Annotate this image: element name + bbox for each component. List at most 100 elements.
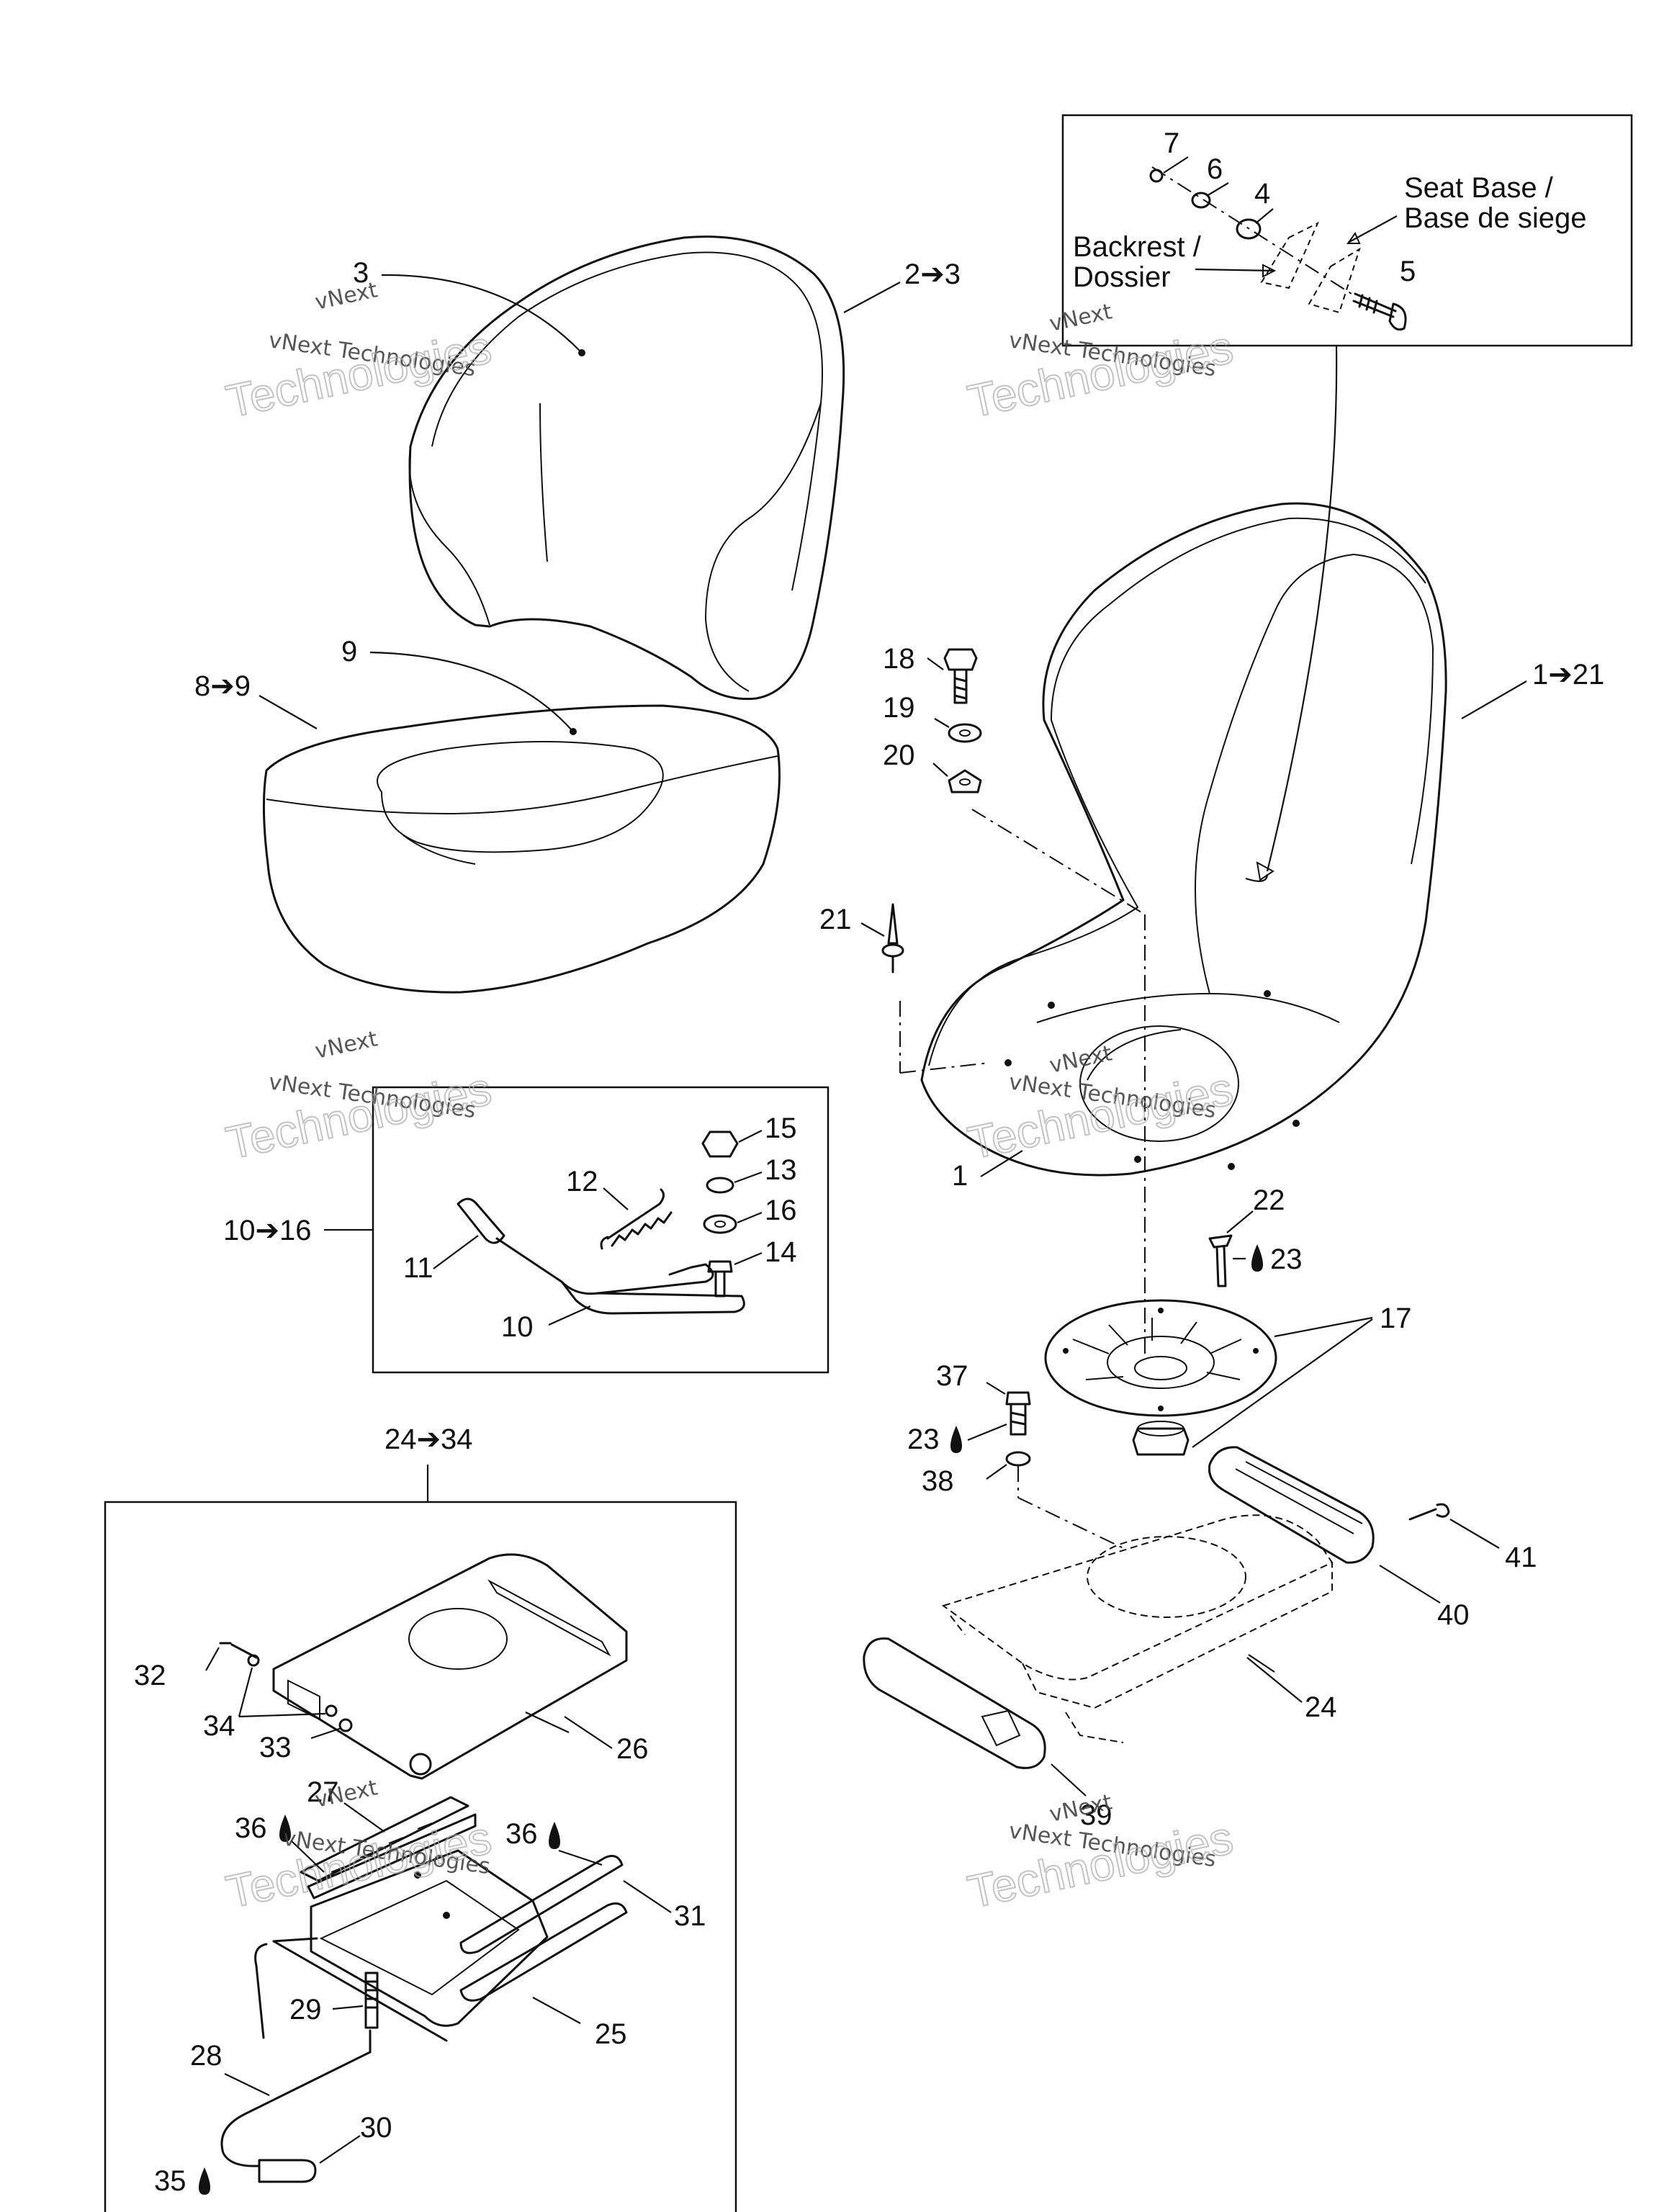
callout-37: 37: [936, 1360, 968, 1392]
shell-mounting-hardware: 18 19 20 21: [819, 643, 982, 974]
part-28-handle: [220, 2029, 372, 2167]
callout-40: 40: [1437, 1599, 1470, 1631]
part-34-washer-b: [325, 1704, 338, 1717]
svg-text:Technologies: Technologies: [222, 1063, 495, 1169]
backrest-label-line1: Backrest /: [1073, 231, 1202, 263]
svg-text:Technologies: Technologies: [222, 321, 495, 428]
part-6-washer: [1191, 192, 1211, 209]
recline-lever-inset: 10➔16 11 10 12 15 13 16 14: [223, 1086, 830, 1374]
callout-5: 5: [1400, 256, 1416, 287]
callout-15: 15: [765, 1112, 797, 1144]
callout-7: 7: [1164, 127, 1179, 159]
part-22-screw: [1208, 1234, 1233, 1287]
callout-31: 31: [674, 1900, 706, 1932]
part-18-bolt-shank: [953, 668, 968, 704]
part-37-bolt: [1005, 1391, 1031, 1436]
callout-24-34: 24➔34: [385, 1424, 473, 1455]
backrest-label-line2: Dossier: [1073, 261, 1171, 293]
callout-41: 41: [1505, 1542, 1537, 1573]
part-10-lever: [495, 1237, 745, 1315]
part-5-bolt: [1352, 292, 1397, 318]
svg-text:vNext: vNext: [313, 1026, 379, 1064]
callout-6: 6: [1207, 153, 1223, 185]
part-15-nut: [701, 1130, 739, 1158]
seat-base-label-line1: Seat Base /: [1404, 172, 1554, 204]
callout-23-upper: 23: [1270, 1244, 1303, 1275]
part-34-washer: [247, 1654, 260, 1667]
callout-19: 19: [883, 692, 915, 724]
callout-36-right: 36: [505, 1818, 538, 1850]
part-30-grip: [258, 2159, 317, 2183]
callout-39: 39: [1080, 1799, 1112, 1831]
callout-36-left: 36: [235, 1812, 267, 1844]
callout-10-16: 10➔16: [223, 1215, 312, 1246]
callout-9: 9: [341, 636, 357, 667]
part-25-lower-frame: [310, 1849, 549, 2027]
part-38-washer: [1005, 1451, 1031, 1467]
callout-3: 3: [353, 257, 369, 289]
part-40-rail-cover: [1208, 1446, 1375, 1564]
callout-25: 25: [595, 2018, 627, 2050]
part-11-grip: [457, 1197, 505, 1244]
part-5-bolt-head: [1388, 302, 1407, 331]
watermark-mid-left: vNext vNext Technologies Technologies: [221, 1026, 496, 1169]
callout-12: 12: [566, 1166, 598, 1197]
callout-10: 10: [501, 1311, 534, 1343]
watermark-mid-right: vNext vNext Technologies Technologies: [963, 1040, 1238, 1169]
part-17-pivot-plate: [1044, 1299, 1277, 1417]
backrest-cushion: 3 2➔3: [353, 235, 961, 701]
callout-26: 26: [616, 1733, 649, 1765]
part-7-nut: [1149, 168, 1164, 183]
oil-drop-icon: [950, 1426, 962, 1453]
seat-rail-frame: 24 39 40 41: [863, 1446, 1537, 1831]
part-16-washer: [703, 1214, 737, 1234]
watermark-bottom-left: vNext vNext Technologies Technologies: [221, 1775, 496, 1918]
callout-18: 18: [883, 643, 915, 675]
part-14-pin: [707, 1260, 733, 1298]
watermark-top-right: vNext vNext Technologies Technologies: [963, 299, 1238, 428]
callout-17: 17: [1380, 1303, 1412, 1334]
watermark-top-left: vNext vNext Technologies Technologies: [221, 277, 496, 428]
svg-text:Technologies: Technologies: [963, 1063, 1237, 1169]
part-21-rivet-flange: [881, 943, 904, 958]
callout-4: 4: [1254, 178, 1270, 210]
callout-32: 32: [134, 1660, 166, 1691]
part-24-slide-frame: [941, 1514, 1334, 1681]
callout-35: 35: [154, 2165, 186, 2197]
seat-base-label-line2: Base de siege: [1404, 202, 1587, 234]
oil-drop-icon: [1251, 1244, 1263, 1272]
callout-2-3: 2➔3: [904, 258, 961, 290]
part-26-top-plate: [272, 1553, 628, 1780]
callout-24: 24: [1305, 1691, 1337, 1723]
callout-1-21: 1➔21: [1532, 659, 1604, 691]
part-33-nut: [338, 1718, 353, 1732]
part-4-washer: [1236, 218, 1262, 240]
part-19-washer: [948, 723, 982, 743]
callout-16: 16: [765, 1195, 797, 1226]
callout-21: 21: [819, 904, 852, 935]
seat-base-panel: [1308, 247, 1361, 314]
callout-20: 20: [883, 739, 915, 771]
part-29-spring-pin: [364, 1972, 379, 2029]
rail-bolt-group: 37 23 38: [907, 1360, 1124, 1549]
swivel-pivot-assembly: 17: [1044, 1299, 1412, 1456]
callout-1: 1: [952, 1160, 968, 1192]
plate-screw-group: 22 23: [1208, 1184, 1303, 1287]
part-13-washer: [706, 1177, 734, 1194]
seat-cushion: 9 8➔9: [194, 636, 781, 994]
part-41-screw: [1408, 1503, 1450, 1521]
watermark-bottom-right: vNext vNext Technologies Technologies: [963, 1789, 1238, 1918]
callout-29: 29: [289, 1994, 322, 2026]
part-39-rail-cover: [863, 1637, 1046, 1769]
part-27-slide-rail: [300, 1796, 477, 1899]
callout-33: 33: [259, 1732, 292, 1763]
backrest-panel: [1260, 221, 1320, 289]
part-18-bolt-head: [943, 648, 978, 671]
fastener-detail-inset: 7 6 4 5 Seat Base / Base de siege Backre…: [1061, 114, 1633, 881]
oil-drop-icon: [549, 1822, 560, 1849]
part-21-rivet-tip: [887, 903, 899, 945]
callout-34: 34: [203, 1710, 235, 1742]
part-12-spring: [600, 1188, 673, 1250]
svg-text:Technologies: Technologies: [963, 321, 1237, 428]
